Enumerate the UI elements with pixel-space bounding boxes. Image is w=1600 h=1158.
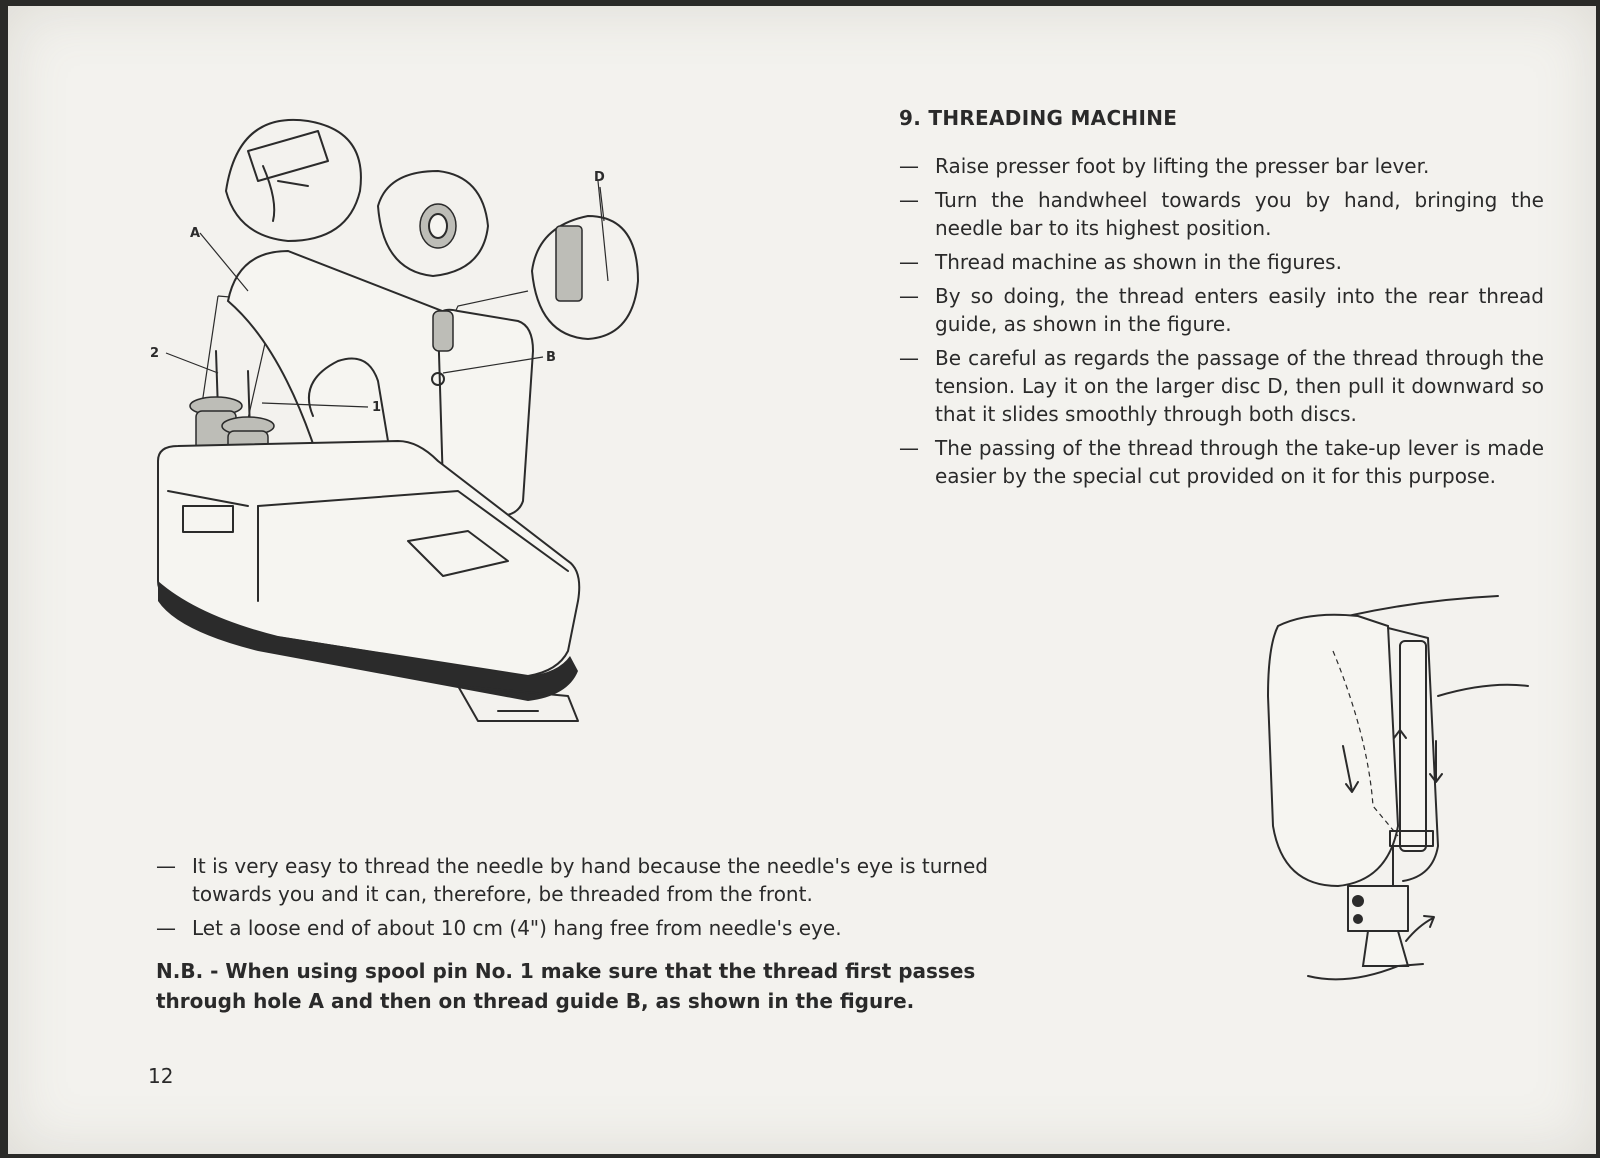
- list-item: Raise presser foot by lifting the presse…: [899, 152, 1544, 180]
- list-item: Turn the handwheel towards you by hand, …: [899, 186, 1544, 242]
- label-b: B: [546, 350, 556, 365]
- threading-steps-list: Raise presser foot by lifting the presse…: [899, 152, 1544, 496]
- list-item: Thread machine as shown in the figures.: [899, 248, 1544, 276]
- page-number: 12: [148, 1064, 174, 1088]
- label-2: 2: [150, 346, 159, 361]
- list-item: It is very easy to thread the needle by …: [156, 852, 1026, 908]
- nb-note: N.B. - When using spool pin No. 1 make s…: [156, 959, 976, 1013]
- list-item: Let a loose end of about 10 cm (4") hang…: [156, 914, 1026, 942]
- section-title: 9. THREADING MACHINE: [899, 106, 1178, 130]
- list-item: The passing of the thread through the ta…: [899, 434, 1544, 490]
- sewing-machine-illustration: A 2 1 B D: [150, 118, 639, 722]
- list-item: By so doing, the thread enters easily in…: [899, 282, 1544, 338]
- needle-threading-notes: It is very easy to thread the needle by …: [156, 852, 1026, 948]
- label-a: A: [190, 226, 200, 241]
- list-item: Be careful as regards the passage of the…: [899, 344, 1544, 428]
- needle-head-illustration: [1266, 595, 1529, 981]
- label-1: 1: [372, 400, 381, 415]
- label-d: D: [594, 170, 605, 185]
- manual-page: A 2 1 B D 9. THREADING MACHINE Raise pre…: [8, 6, 1596, 1154]
